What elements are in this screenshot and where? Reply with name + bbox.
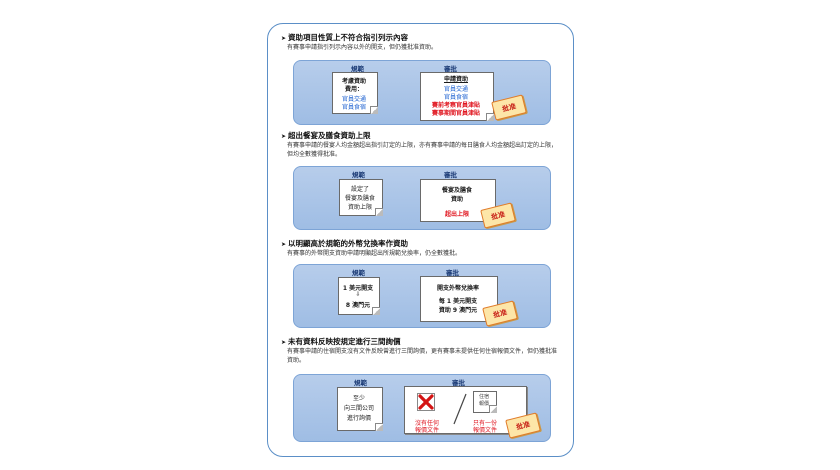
section-4-approve-header: 審批: [452, 379, 465, 387]
section-2-approve-line-1: 資助: [450, 196, 463, 203]
section-3-approve-line-1: 每 1 美元開支: [438, 298, 478, 305]
section-2-approve-card: [420, 179, 496, 222]
divider-slash-icon: [453, 393, 467, 425]
section-4-rule-card: [337, 387, 383, 431]
section-1-approve-line-3: 賽前考察官員津貼: [431, 102, 480, 109]
section-1-approve-line-0: 申請資助: [443, 76, 468, 83]
section-1-rule-line-2: 官員交通: [341, 96, 366, 103]
section-4-rule-line-0: 至少: [352, 395, 365, 402]
section-1-approve-card: [420, 72, 494, 121]
section-2-rule-line-0: 設定了: [350, 186, 369, 193]
arrow-right-icon: ➤: [281, 35, 287, 42]
quote-document-line-0: 住宿: [478, 394, 489, 400]
section-2-approve-line-2: 超出上限: [444, 211, 469, 218]
arrow-right-icon: ➤: [281, 133, 287, 140]
arrow-right-icon: ➤: [281, 241, 287, 248]
section-3-rule-card: [338, 277, 380, 315]
section-2-rule-header: 規範: [352, 171, 365, 179]
section-3-title: ➤以明顯高於規範的外幣兌換率作資助: [281, 238, 408, 249]
section-3-approve-line-2: 資助 9 澳門元: [438, 307, 478, 314]
section-1-title-text: 資助項目性質上不符合指引列示內容: [288, 33, 408, 42]
section-1-title: ➤資助項目性質上不符合指引列示內容: [281, 32, 408, 43]
section-1-rule-header: 規範: [351, 65, 364, 73]
quote-document-icon: [473, 391, 497, 413]
section-4-right-caption-0: 只有一份: [472, 420, 497, 427]
section-1-approve-line-2: 官員食宿: [443, 94, 468, 101]
quote-document-line-1: 報價: [478, 401, 489, 407]
section-4-title-text: 未有資料反映按規定進行三間詢價: [288, 337, 401, 346]
section-1-approve-header: 審批: [444, 65, 457, 73]
section-2-approve-header: 審批: [444, 171, 457, 179]
section-2-rule-line-2: 資助上限: [347, 204, 372, 211]
section-4-rule-line-2: 進行詢價: [346, 415, 371, 422]
section-2-title: ➤超出餐宴及膳食資助上限: [281, 130, 371, 141]
section-1-rule-card: [332, 72, 378, 114]
arrow-right-icon: ➤: [281, 339, 287, 346]
section-4-right-caption-1: 報價文件: [472, 427, 497, 434]
section-3-rule-line-1: 8 澳門元: [345, 302, 371, 309]
section-3-rule-line-0: 1 美元開支: [342, 285, 374, 292]
section-1-desc: 有賽事申請指引列示內容以外的開支，但仍獲批准資助。: [287, 44, 438, 51]
section-2-title-text: 超出餐宴及膳食資助上限: [288, 131, 371, 140]
section-4-rule-line-1: 向三間公司: [343, 405, 374, 412]
section-4-left-caption-0: 沒有任何: [414, 420, 439, 427]
section-1-approve-line-4: 賽事期間官員津貼: [431, 110, 480, 117]
red-cross-icon: [417, 393, 435, 411]
section-2-desc: 有賽事申請的餐宴人均金額超出指引訂定的上限，亦有賽事申請的每日膳食人均金額超出訂…: [287, 142, 558, 158]
section-3-title-text: 以明顯高於規範的外幣兌換率作資助: [288, 239, 408, 248]
section-1-approve-line-1: 官員交通: [443, 86, 468, 93]
section-3-approve-line-0: 開支外幣兌換率: [436, 285, 479, 292]
section-4-desc: 有賽事申請的住宿開支沒有文件反映曾進行三間詢價，更有賽事未提供任何住宿報價文件，…: [287, 348, 558, 364]
section-2-approve-line-0: 餐宴及膳食: [441, 187, 472, 194]
section-3-approve-header: 審批: [446, 269, 459, 277]
section-2-rule-line-1: 餐宴及膳食: [344, 195, 375, 202]
section-4-title: ➤未有資料反映按規定進行三間詢價: [281, 336, 401, 347]
section-1-rule-line-0: 考慮資助: [341, 78, 366, 85]
arrow-down-icon: ⇩: [355, 291, 361, 298]
section-4-left-caption-1: 報價文件: [414, 427, 439, 434]
section-2-rule-card: [339, 179, 383, 216]
section-1-rule-line-3: 官員食宿: [341, 104, 366, 111]
section-1-rule-line-1: 費用：: [344, 86, 363, 93]
section-4-rule-header: 規範: [354, 379, 367, 387]
section-3-desc: 有賽事的外幣開支資助申請明顯超出所規範兌換率，仍全數獲批。: [287, 250, 462, 257]
section-3-rule-header: 規範: [352, 269, 365, 277]
